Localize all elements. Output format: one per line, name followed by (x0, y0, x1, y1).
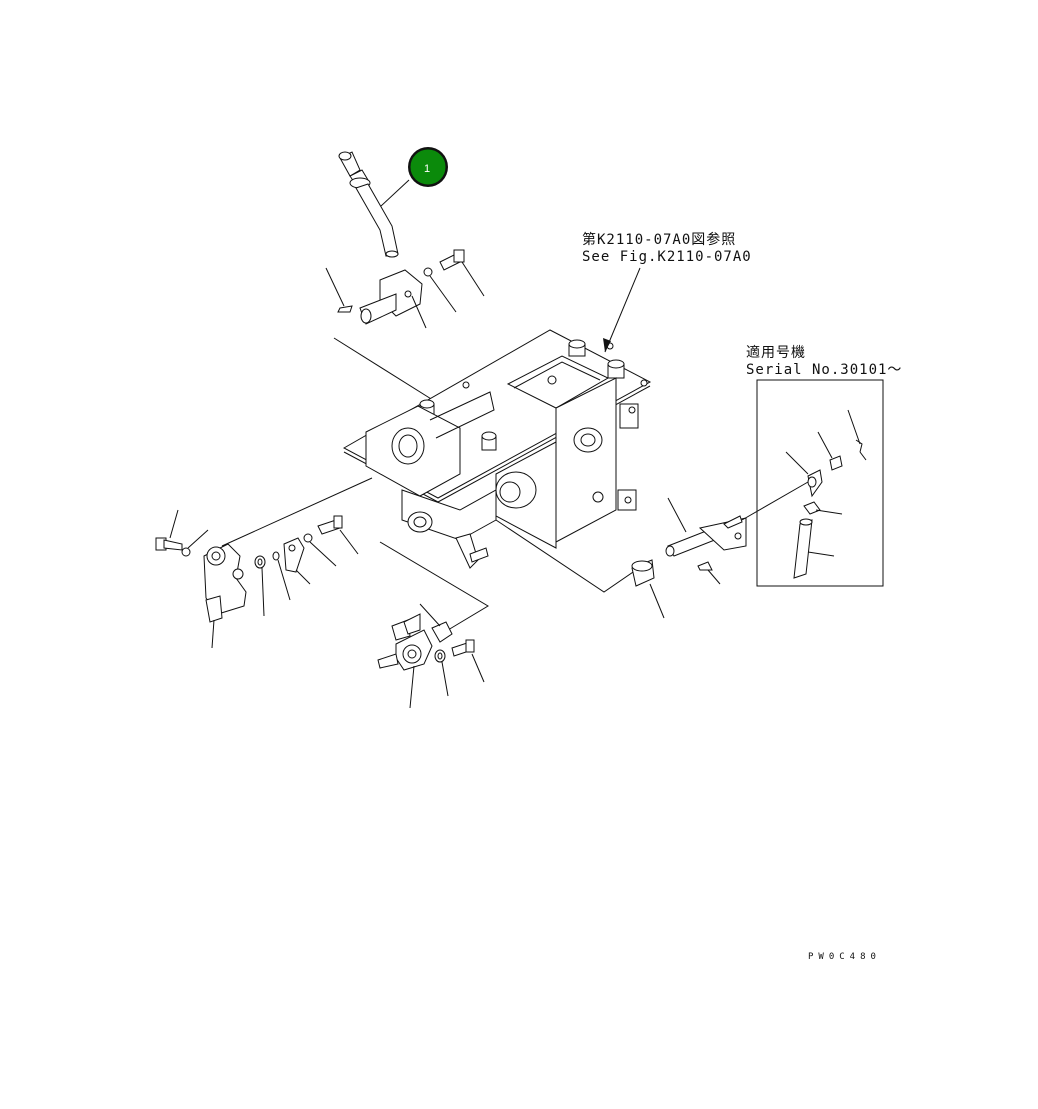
reference-note-en: See Fig.K2110-07A0 (582, 249, 752, 265)
right-linkage (495, 481, 809, 619)
callout-circle (410, 149, 446, 185)
reference-note-jp: 第K2110-07A0図参照 (582, 231, 736, 248)
serial-note-jp: 適用号機 (746, 344, 806, 361)
transmission-case (342, 267, 652, 569)
callout-number: 1 (424, 163, 430, 175)
shift-lever[interactable] (338, 151, 399, 258)
lever-bracket (325, 249, 485, 403)
lower-linkage (377, 541, 489, 709)
left-linkage (155, 477, 373, 649)
callout-1[interactable]: 1 (380, 147, 448, 207)
drawing-code: PW0C480 (808, 952, 881, 962)
serial-note-en: Serial No.30101～ (746, 362, 902, 378)
serial-box (756, 379, 884, 587)
